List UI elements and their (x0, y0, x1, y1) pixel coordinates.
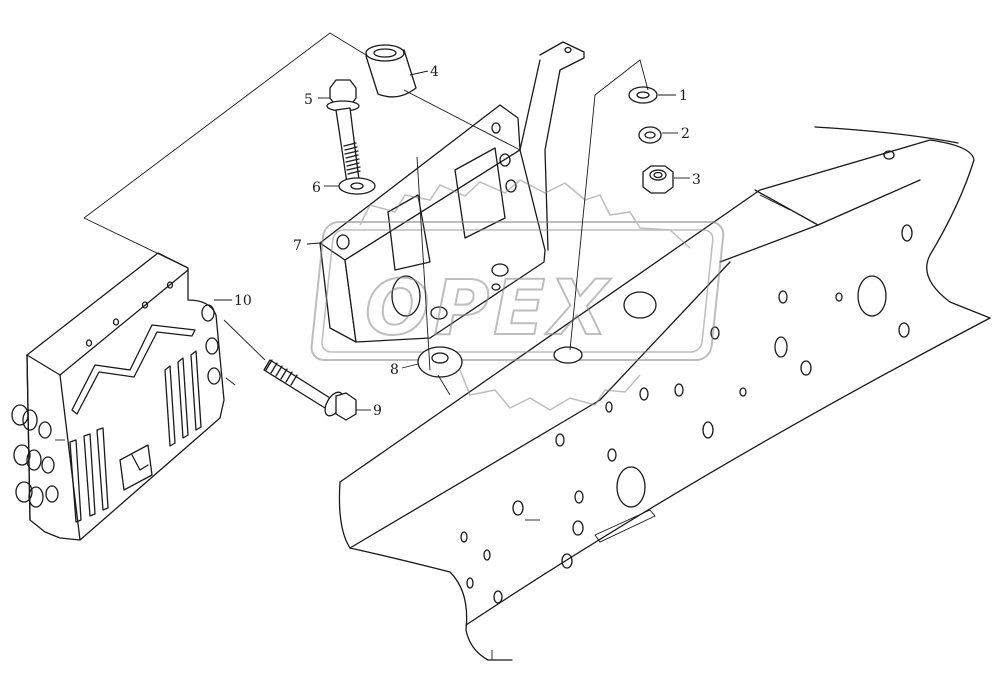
callout-7: 7 (293, 238, 302, 254)
callout-8: 8 (390, 362, 399, 378)
callout-5: 5 (304, 92, 313, 108)
callout-6: 6 (312, 180, 321, 196)
callout-3: 3 (692, 172, 701, 188)
assembly-lines (83, 32, 649, 396)
callout-2: 2 (681, 126, 690, 142)
washer-6 (338, 177, 376, 195)
washer-1 (628, 86, 658, 104)
spring-washer-2 (638, 126, 662, 144)
bolt-5 (326, 79, 361, 191)
opex-watermark: OPEX (310, 179, 725, 411)
callout-10: 10 (234, 293, 252, 309)
control-module (11, 252, 236, 541)
callout-leaders (214, 70, 690, 411)
bushing (365, 44, 417, 98)
bolt-9 (263, 359, 357, 421)
nut-3 (642, 165, 674, 194)
callout-1: 1 (679, 88, 688, 104)
callout-labels: 1 2 3 4 5 6 7 8 9 10 (234, 64, 701, 419)
callout-4: 4 (430, 64, 439, 80)
frame-rail (338, 126, 991, 661)
watermark-text: OPEX (365, 263, 612, 352)
mounting-bracket (319, 41, 657, 343)
callout-9: 9 (373, 403, 382, 419)
